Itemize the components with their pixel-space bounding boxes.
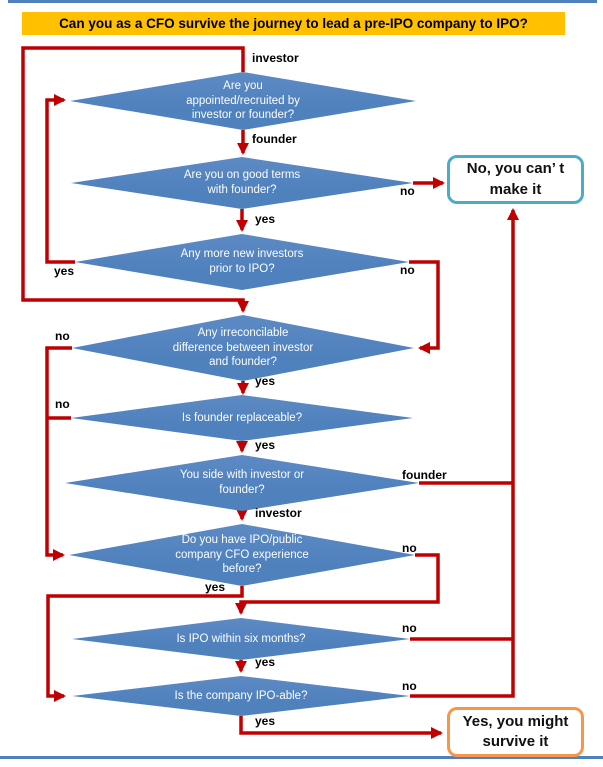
decision-text: Any more new investors prior to IPO? bbox=[180, 248, 304, 275]
edge-d9-yes bbox=[239, 716, 443, 739]
edge-d7-no bbox=[235, 553, 440, 615]
edge-label-yes: yes bbox=[205, 580, 226, 594]
edge-label-yes: yes bbox=[255, 655, 276, 669]
decision-text: Is founder replaceable? bbox=[181, 411, 303, 424]
page-top-border bbox=[8, 0, 597, 3]
edge-label-founder: founder bbox=[252, 132, 297, 146]
edge-no-collector bbox=[410, 208, 519, 698]
page-bottom-border bbox=[0, 756, 603, 759]
result-yes-box: Yes, you might survive it bbox=[447, 707, 584, 757]
edge-label-yes: yes bbox=[255, 714, 276, 728]
edge-label-no: no bbox=[55, 329, 70, 343]
decision-text: Are you on good terms with founder? bbox=[183, 169, 301, 196]
decision-text: You side with investor or founder? bbox=[179, 469, 305, 496]
edge-label-no: no bbox=[400, 184, 415, 198]
edge-label-investor: investor bbox=[252, 51, 299, 65]
edge-label-no: no bbox=[402, 621, 417, 635]
edge-label-yes: yes bbox=[255, 212, 276, 226]
decision-text: Is the company IPO-able? bbox=[174, 689, 308, 702]
decision-text: Are you appointed/recruited by investor … bbox=[186, 79, 300, 122]
edge-d3-no bbox=[409, 260, 440, 354]
edge-label-investor: investor bbox=[255, 506, 302, 520]
edge-label-founder: founder bbox=[402, 468, 447, 482]
decision-text: Any irreconcilable difference between in… bbox=[172, 326, 314, 369]
decision-text: Do you have IPO/public company CFO exper… bbox=[175, 533, 309, 576]
edge-label-yes: yes bbox=[255, 374, 276, 388]
page-title: Can you as a CFO survive the journey to … bbox=[22, 12, 565, 35]
edge-label-no: no bbox=[400, 263, 415, 277]
edge-label-no: no bbox=[402, 541, 417, 555]
result-no-box: No, you can’ t make it bbox=[447, 155, 584, 204]
edge-d1-investor-loop bbox=[21, 46, 249, 313]
edge-d4-no bbox=[45, 346, 72, 561]
decision-text: Is IPO within six months? bbox=[176, 632, 306, 645]
edge-label-no: no bbox=[55, 397, 70, 411]
edge-d3-yes-loop bbox=[45, 94, 75, 264]
edge-label-no: no bbox=[402, 679, 417, 693]
result-yes-text: Yes, you might survive it bbox=[462, 712, 569, 750]
edge-label-yes: yes bbox=[255, 438, 276, 452]
edge-label-yes: yes bbox=[54, 264, 75, 278]
edge-d7-yes bbox=[46, 586, 244, 702]
result-no-text: No, you can’ t make it bbox=[466, 160, 565, 198]
